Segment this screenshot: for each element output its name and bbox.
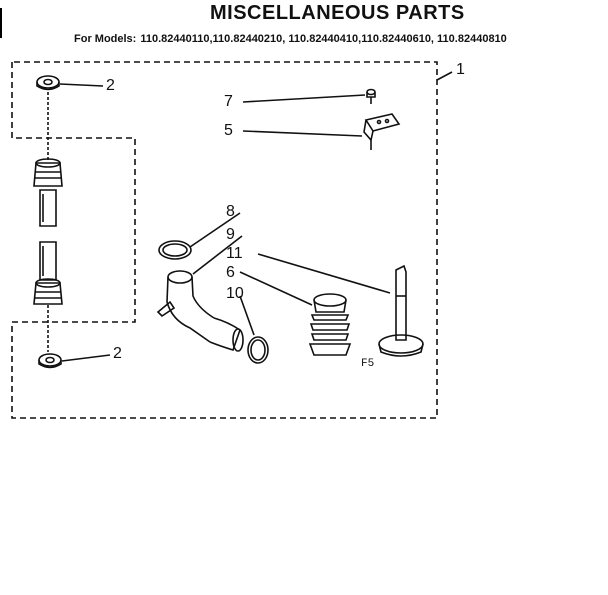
leader-1 <box>436 71 453 81</box>
bracket <box>363 113 401 150</box>
callout-10: 10 <box>226 285 244 302</box>
callout-2-top: 2 <box>106 77 115 94</box>
elbow-hose <box>156 270 244 352</box>
leader-2-top <box>59 83 104 87</box>
leader-11 <box>257 253 391 294</box>
kit-boundary <box>11 61 438 419</box>
page-edge-mark <box>0 8 2 38</box>
leader-9 <box>192 235 243 275</box>
leader-8 <box>189 212 241 248</box>
callout-8: 8 <box>226 203 235 220</box>
callout-5: 5 <box>224 122 233 139</box>
leveling-leg <box>378 264 424 357</box>
leader-5 <box>242 130 363 137</box>
model-numbers: For Models:110.82440110,110.82440210, 11… <box>74 33 511 45</box>
leader-7 <box>242 94 366 103</box>
callout-11: 11 <box>226 245 243 262</box>
hose-clamp <box>247 336 269 364</box>
clamp-ring <box>158 240 192 260</box>
callout-9: 9 <box>226 226 235 243</box>
washer-bottom <box>38 353 62 369</box>
callout-2-bottom: 2 <box>113 345 122 362</box>
page-title: MISCELLANEOUS PARTS <box>210 2 465 24</box>
leader-2-bottom <box>61 354 111 362</box>
washer-top <box>36 75 60 91</box>
screw <box>366 88 376 104</box>
figure-code: F5 <box>361 358 375 370</box>
leader-6 <box>239 271 313 306</box>
callout-1: 1 <box>456 61 465 78</box>
models-list: 110.82440110,110.82440210, 110.82440410,… <box>140 33 507 45</box>
shaft-assembly <box>33 158 63 305</box>
leader-10 <box>239 295 255 336</box>
models-prefix: For Models: <box>74 33 137 45</box>
callout-7: 7 <box>224 93 233 110</box>
callout-6: 6 <box>226 264 235 281</box>
bellows-boot <box>308 293 352 356</box>
